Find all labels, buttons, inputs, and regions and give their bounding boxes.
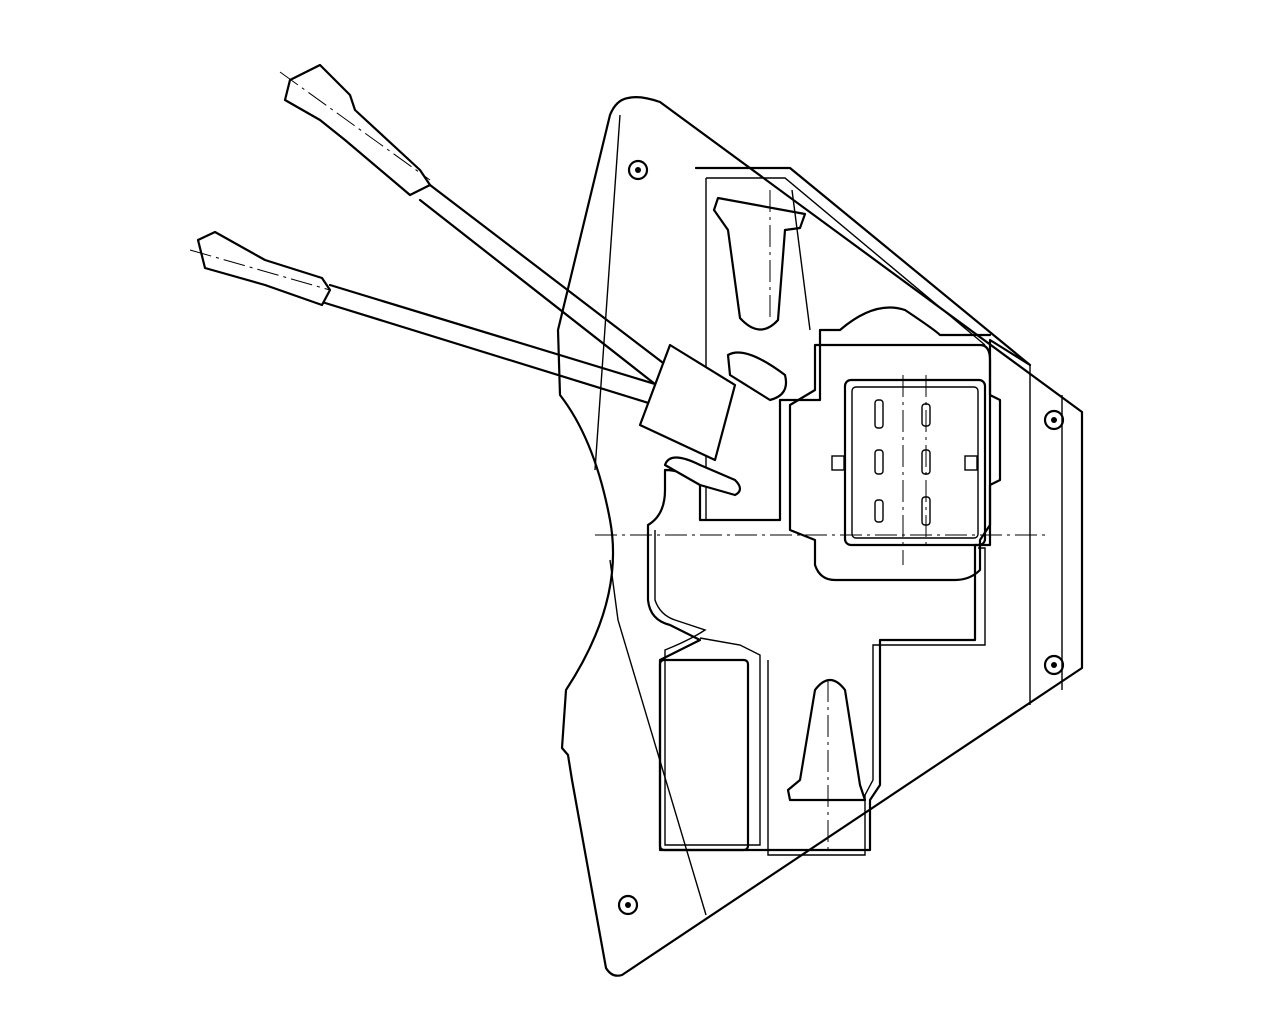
connector-housing [788,343,1002,582]
center-lines [189,71,1050,850]
housing-frame-inner [654,177,986,856]
wire-connector-plug [638,343,737,462]
top-clip [712,196,807,331]
connector-pin-block-inner [851,386,979,539]
base-plate-outline [556,96,1084,977]
bottom-clip [786,678,867,802]
terminal-1 [283,63,432,197]
resistor-block [658,658,750,852]
wire-harness [196,63,788,497]
terminal-2 [196,230,332,307]
connector-pin-block [843,378,987,547]
housing-frame [646,166,1032,852]
connector-pins [831,399,978,526]
plate-inner-edge [594,114,1063,916]
mounting-holes [617,159,1065,916]
